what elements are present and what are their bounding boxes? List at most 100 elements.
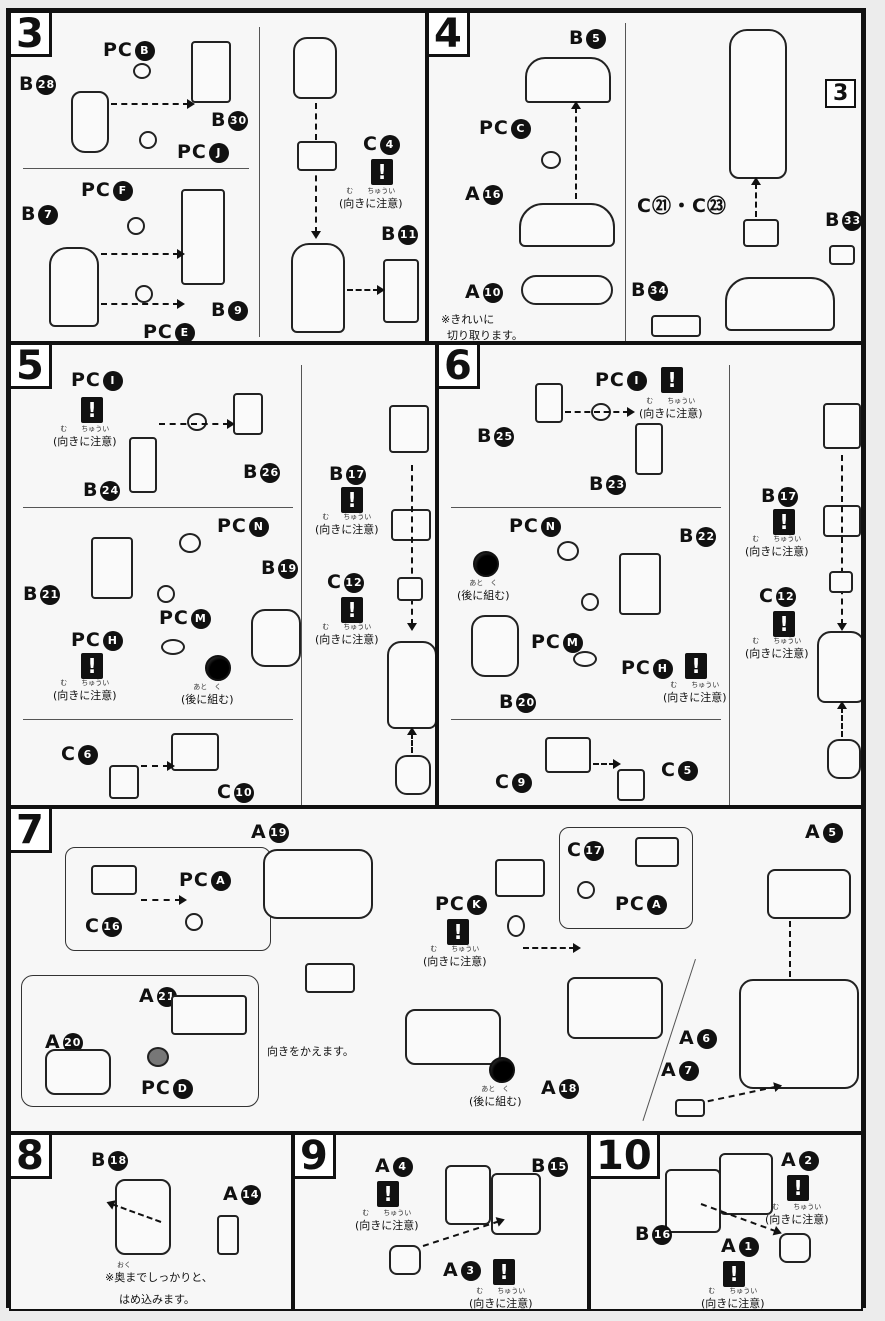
caution-icon: ! [377,1181,399,1207]
shoulder-joint [535,383,563,423]
step-number: 8 [11,1135,52,1179]
shield-half [665,1169,721,1233]
caution-icon: ! [723,1261,745,1287]
caution-icon: ! [685,653,707,679]
vent-part [675,1099,705,1117]
shoulder-block [389,405,429,453]
waist-peg [305,963,355,993]
push-in-note: はめ込みます。 [119,1293,195,1306]
assembly-arrow [565,407,635,417]
assembly-arrow [837,701,847,737]
orientation-note: む ちゅうい(向きに注意) [639,397,703,420]
shield-half [445,1165,491,1225]
divider [23,507,293,508]
orientation-note: む ちゅうい(向きに注意) [765,1203,829,1226]
heel-part [651,315,701,337]
assembly-arrow [785,921,795,993]
polycap [139,131,157,149]
step-number: 5 [11,345,52,389]
step-number: 7 [11,809,52,853]
hand-assembly [395,755,431,795]
push-in-note: おく※奥までしっかりと、 [105,1261,213,1284]
assemble-later-note: あと く(後に組む) [469,1085,522,1108]
lower-leg [291,243,345,333]
shoulder-armor [251,609,301,667]
cut-note: ※きれいに [441,313,495,326]
assemble-later-icon [489,1057,515,1083]
orientation-note: む ちゅうい(向きに注意) [701,1287,765,1310]
polycap [507,915,525,937]
elbow-joint [635,423,663,475]
sole-part [521,275,613,305]
divider [625,23,626,341]
divider [729,365,730,805]
step-number: 3 [11,13,52,57]
assemble-later-note: あと く(後に組む) [457,579,510,602]
chest-frame [263,849,373,919]
orientation-note: む ちゅうい(向きに注意) [339,187,403,210]
orientation-note: む ちゅうい(向きに注意) [315,623,379,646]
shield-half [491,1173,541,1235]
orientation-note: む ちゅうい(向きに注意) [423,945,487,968]
divider [259,27,260,337]
polycap [187,413,207,431]
grip-part [389,1245,421,1275]
shoulder-armor [471,615,519,677]
step-number: 9 [295,1135,336,1179]
polycap [127,217,145,235]
leg-frame [181,189,225,285]
waist-joint [635,837,679,867]
toe-part [829,245,855,265]
caution-icon: ! [661,367,683,393]
hand-part [617,769,645,801]
hand-part [109,765,139,799]
elbow-block [397,577,423,601]
cut-note: 切り取ります。 [447,329,523,342]
elbow-block [829,571,853,593]
elbow-joint [129,437,157,493]
grip-part [779,1233,811,1263]
caution-icon: ! [371,159,393,185]
hip-frame [171,995,247,1035]
